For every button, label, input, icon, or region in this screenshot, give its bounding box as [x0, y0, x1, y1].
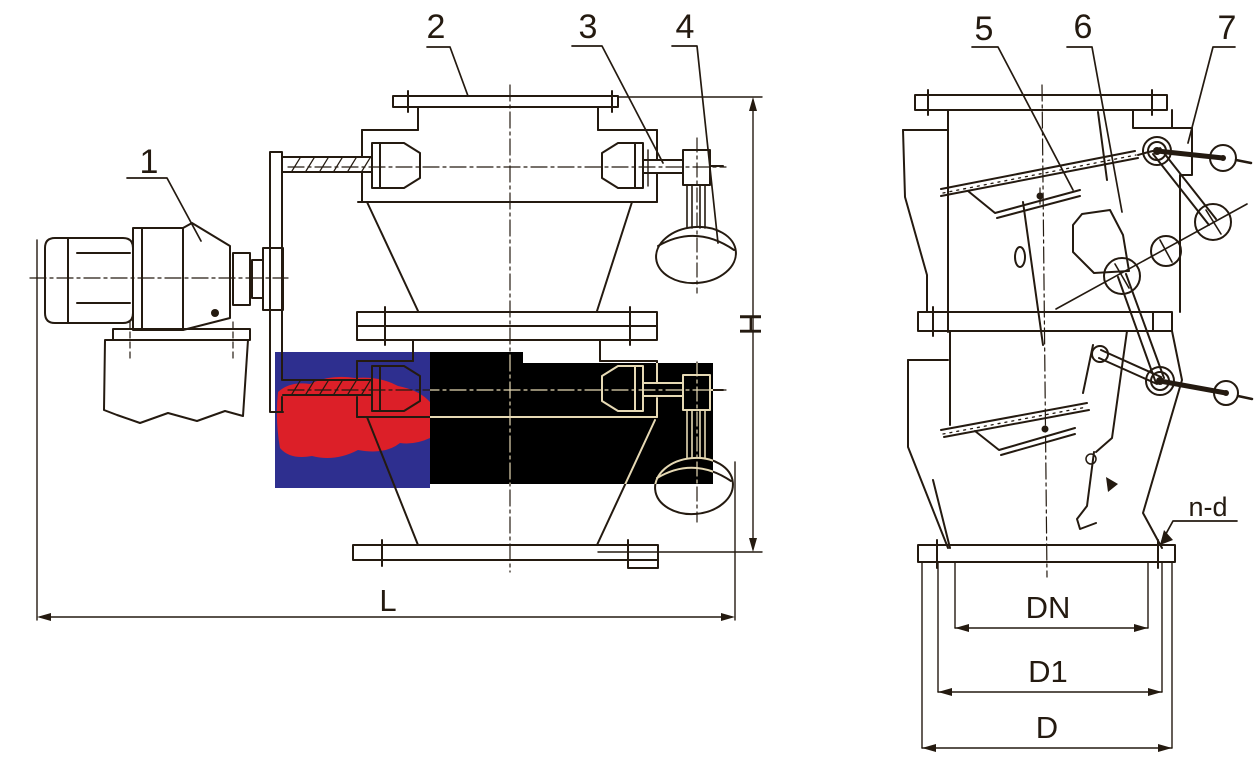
highlight-overlay-red-blob	[276, 376, 430, 458]
part-label-4: 4	[676, 8, 695, 46]
dimension-label-D: D	[1036, 710, 1058, 745]
dimension-label-L: L	[379, 583, 396, 618]
dimension-label-D1: D1	[1028, 654, 1068, 689]
part-label-3: 3	[579, 8, 598, 46]
drawing-labels: 1 2 3 4 5 6 7 L H DN D1 D n-d	[140, 8, 1237, 745]
part-label-1: 1	[140, 143, 159, 181]
part-label-5: 5	[975, 10, 994, 48]
part-label-6: 6	[1074, 8, 1093, 46]
dimension-label-H: H	[733, 313, 768, 335]
part-label-7: 7	[1218, 9, 1237, 47]
part-label-2: 2	[427, 8, 446, 46]
dimension-label-DN: DN	[1026, 590, 1071, 625]
dimension-label-n-d: n-d	[1188, 492, 1227, 522]
